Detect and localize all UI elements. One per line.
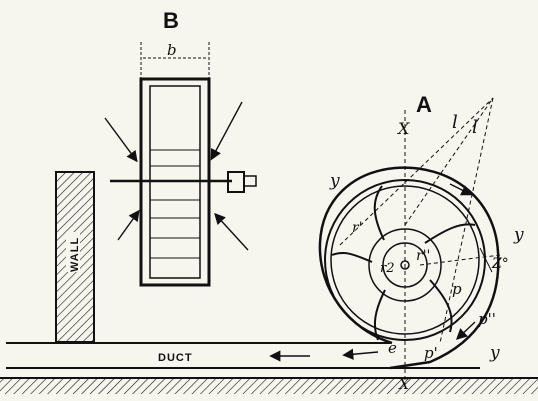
duct: [6, 342, 480, 369]
y-right-label: y: [513, 225, 524, 245]
axis-bottom-label: X: [398, 377, 410, 393]
axis-top-label: X: [396, 119, 410, 138]
r-mid-label: r'': [416, 248, 430, 264]
duct-label: DUCT: [158, 352, 193, 364]
view-a-label: A: [416, 92, 432, 117]
duct-arrows: [269, 348, 379, 362]
ground: [0, 377, 538, 394]
r-inner-label: r2: [380, 261, 395, 276]
wall-label: WALL: [69, 237, 81, 272]
e-label: e: [388, 339, 397, 357]
p3-label: p'': [478, 310, 496, 328]
view-b-label: B: [163, 8, 179, 33]
y-left-label: y: [329, 171, 340, 191]
l-left-label: l: [452, 112, 458, 133]
r-outer-label: r': [352, 220, 363, 236]
angle-z-label: Z°: [491, 256, 509, 272]
p2-label: p': [424, 344, 438, 362]
l-right-label: l: [472, 117, 478, 138]
p1-label: p: [452, 280, 462, 298]
y-bottom-label: y: [489, 343, 500, 363]
width-label: b: [167, 41, 177, 59]
fan-front-view: [318, 97, 501, 390]
fan-side-view: [104, 42, 257, 287]
